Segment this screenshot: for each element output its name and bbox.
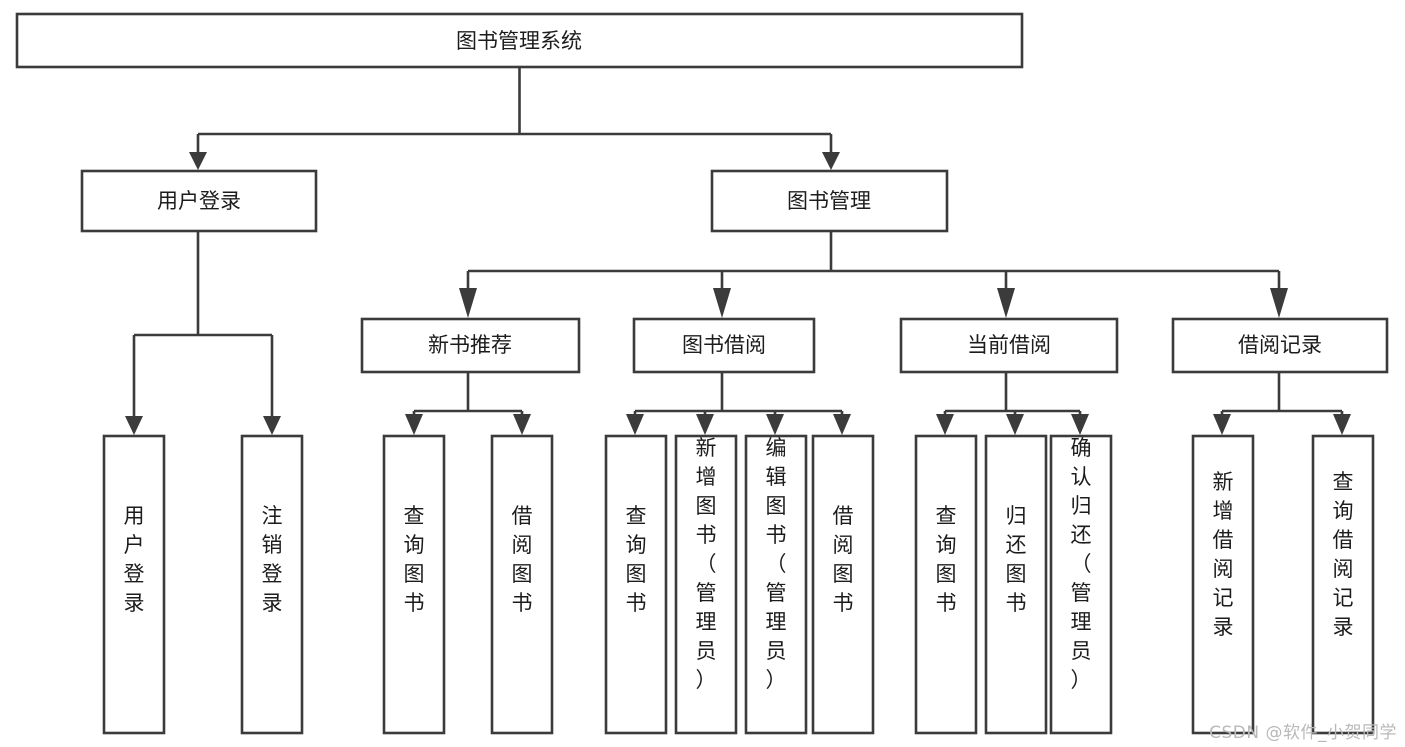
leaf-borrow-book-label: 借阅图书 [833,504,854,615]
leaf-return-book-label: 归还图书 [1006,504,1027,615]
leaf-add-book-admin-box[interactable] [674,434,738,735]
leaf-return-book[interactable]: 归还图书 [984,434,1048,735]
leaf-borrow-book[interactable]: 借阅图书 [811,434,875,735]
arrow-head-book-borrow [713,288,731,318]
node-book-management-box[interactable] [710,169,949,233]
node-borrow-records-box[interactable] [1171,317,1389,374]
leaf-add-borrow-record-label: 新增借阅记录 [1213,470,1234,639]
leaf-query-books-rec-label: 查询图书 [404,504,425,615]
leaf-borrow-book-box[interactable] [811,434,875,735]
leaf-logout-login[interactable]: 注销登录 [240,434,304,735]
node-borrow-records[interactable]: 借阅记录 [1171,317,1389,374]
arrow-head-leaf-query-books-current [936,414,954,435]
leaf-query-books-current-label: 查询图书 [936,504,957,615]
node-new-book-recommend-box[interactable] [360,317,581,374]
arrow-head-leaf-return-book [1006,414,1024,435]
arrow-head-leaf-borrow-book [833,414,851,435]
arrow-head-borrow-records [1270,288,1288,318]
node-root-box[interactable] [15,12,1024,69]
arrow-head-leaf-edit-book-admin [766,414,784,435]
leaf-edit-book-admin-label: 编辑图书（管理员） [766,436,787,692]
leaf-add-borrow-record[interactable]: 新增借阅记录 [1191,434,1255,735]
leaf-logout-login-box[interactable] [240,434,304,735]
node-book-borrow-box[interactable] [632,317,816,374]
leaf-logout-login-label: 注销登录 [262,504,283,615]
leaf-query-borrow-record-box[interactable] [1311,434,1375,735]
leaf-query-books-rec-box[interactable] [382,434,446,735]
node-book-management[interactable]: 图书管理 [710,169,949,233]
arrow-head-leaf-user-login [125,416,143,435]
leaf-add-book-admin-label: 新增图书（管理员） [696,436,717,692]
arrow-head-leaf-query-books-rec [405,414,423,435]
leaf-borrow-books-rec-box[interactable] [490,434,554,735]
leaf-confirm-return-admin-box[interactable] [1049,434,1113,735]
node-book-borrow-label: 图书借阅 [682,333,766,357]
leaf-confirm-return-admin-label: 确认归还（管理员） [1071,436,1092,692]
leaf-query-books-borrow-box[interactable] [604,434,668,735]
leaf-return-book-box[interactable] [984,434,1048,735]
csdn-watermark: CSDN @软件_小贺同学 [1209,723,1397,743]
arrow-head-leaf-add-borrow-record [1213,414,1231,435]
connector-layer [125,67,1351,435]
leaf-query-borrow-record-label: 查询借阅记录 [1333,470,1354,639]
node-borrow-records-label: 借阅记录 [1238,333,1322,357]
node-new-book-recommend[interactable]: 新书推荐 [360,317,581,374]
arrow-head-book-management [822,152,840,170]
leaf-query-books-borrow-label: 查询图书 [626,504,647,615]
leaf-add-book-admin[interactable]: 新增图书（管理员） [674,434,738,735]
arrow-head-leaf-query-borrow-record [1333,414,1351,435]
leaf-edit-book-admin-box[interactable] [744,434,808,735]
leaf-borrow-books-rec-label: 借阅图书 [512,504,533,615]
arrow-head-leaf-logout-login [263,416,281,435]
leaf-user-login-label: 用户登录 [124,504,145,615]
arrow-head-current-borrow [997,288,1015,318]
node-current-borrow-box[interactable] [899,317,1119,374]
node-user-login[interactable]: 用户登录 [80,169,318,233]
leaf-query-books-current[interactable]: 查询图书 [914,434,978,735]
leaf-borrow-books-rec[interactable]: 借阅图书 [490,434,554,735]
node-root-label: 图书管理系统 [456,29,582,53]
arrow-head-user-login [189,152,207,170]
node-current-borrow-label: 当前借阅 [967,333,1051,357]
leaf-add-borrow-record-box[interactable] [1191,434,1255,735]
arrow-head-leaf-borrow-books-rec [513,414,531,435]
leaf-query-books-borrow[interactable]: 查询图书 [604,434,668,735]
leaf-query-books-current-box[interactable] [914,434,978,735]
arrow-head-leaf-add-book-admin [696,414,714,435]
leaf-query-books-rec[interactable]: 查询图书 [382,434,446,735]
node-current-borrow[interactable]: 当前借阅 [899,317,1119,374]
leaf-edit-book-admin[interactable]: 编辑图书（管理员） [744,434,808,735]
leaf-user-login-box[interactable] [102,434,166,735]
node-user-login-label: 用户登录 [157,189,241,213]
arrow-head-leaf-confirm-return-admin [1071,414,1089,435]
node-book-borrow[interactable]: 图书借阅 [632,317,816,374]
node-book-management-label: 图书管理 [787,189,871,213]
leaf-confirm-return-admin[interactable]: 确认归还（管理员） [1049,434,1113,735]
node-user-login-box[interactable] [80,169,318,233]
leaf-user-login[interactable]: 用户登录 [102,434,166,735]
node-new-book-recommend-label: 新书推荐 [428,333,512,357]
node-root[interactable]: 图书管理系统 [15,12,1024,69]
arrow-head-leaf-query-books-borrow [626,414,644,435]
leaf-query-borrow-record[interactable]: 查询借阅记录 [1311,434,1375,735]
arrow-head-new-book-recommend [459,288,477,318]
